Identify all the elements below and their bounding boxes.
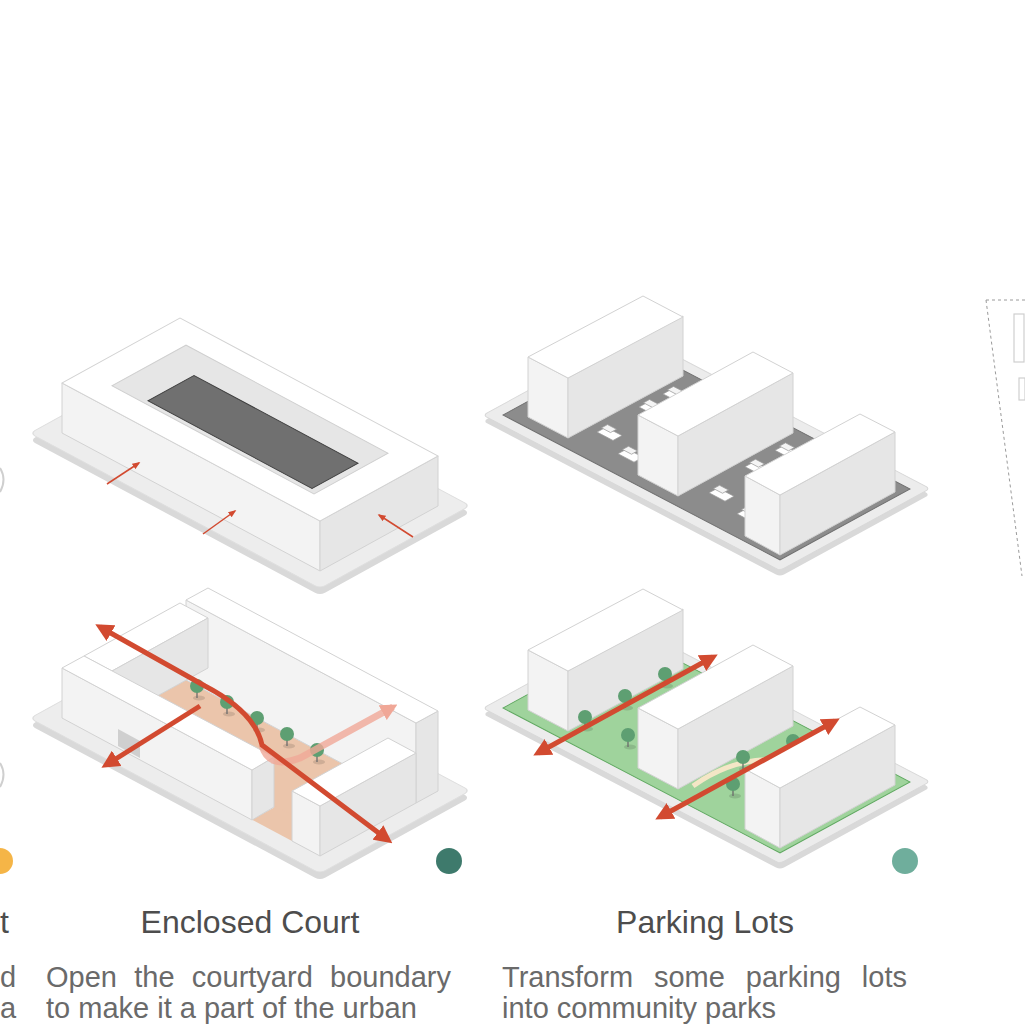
edge-fragment (0, 763, 4, 787)
panel-heading: Enclosed Court (30, 902, 470, 942)
fragment-text: d (0, 962, 16, 993)
category-dot (0, 848, 13, 874)
community-park-after (483, 589, 930, 870)
parking-lot-before (483, 296, 930, 577)
fragment-text: a (0, 993, 16, 1024)
fragment-text: t (0, 902, 9, 942)
panel-description: Open the courtyard boundary to make it a… (46, 962, 451, 1024)
panel-heading: Parking Lots (485, 902, 925, 942)
panel-description: Transform some parking lots into communi… (502, 962, 907, 1024)
category-dot (436, 848, 462, 874)
enclosed-court-after (30, 588, 470, 880)
edge-fragment (0, 468, 4, 492)
category-dot (892, 848, 918, 874)
map-fragment (986, 300, 1025, 576)
enclosed-court-before (30, 318, 470, 595)
